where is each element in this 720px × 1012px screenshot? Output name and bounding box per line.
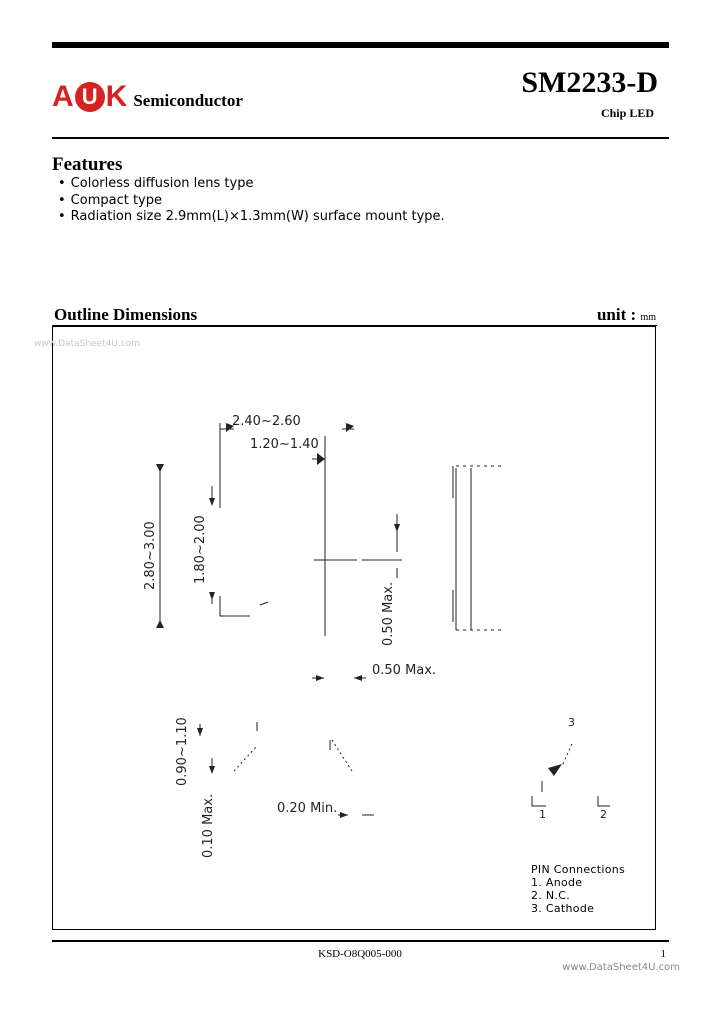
pin-number-1: 1 [539,808,546,821]
header-top-rule [52,42,669,48]
outline-heading: Outline Dimensions [54,305,198,324]
pin-number-3: 3 [568,716,575,729]
arrow-width-left [226,423,234,432]
arrow-height-top [156,464,164,472]
pin3-lead [561,743,573,767]
dim-height-inner: 1.80~2.00 [193,515,208,584]
dim-width-total: 2.40~2.60 [232,414,301,429]
logo-letter-u: U [74,82,105,112]
company-name: Semiconductor [133,91,243,110]
unit-prefix: unit : [596,305,637,324]
outline-heading-rule [52,325,657,326]
pin2-pad [597,796,610,807]
pin-connection-item: 2. N.C. [531,889,570,902]
document-code: KSD-O8Q005-000 [318,948,402,960]
pin-connections-title: PIN Connections [531,863,626,876]
arrow-standoff [209,766,215,774]
pin-connection-item: 3. Cathode [531,902,595,915]
arrow-lead-min [340,812,348,818]
watermark-bottom: www.DataSheet4U.com [562,962,680,973]
pin1-pad [531,796,546,807]
dim-width-inner: 1.20~1.40 [250,437,319,452]
arrow-inner-top [209,498,215,506]
arrow-width-right [346,423,354,432]
unit-label: unit : mm [597,305,656,325]
dim-lead-max-horizontal: 0.50 Max. [372,663,436,678]
features-heading: Features [52,154,123,175]
footer-rule [52,940,669,942]
dim-thickness: 0.90~1.10 [175,717,190,786]
header-bottom-rule [52,137,669,139]
body-left-edge-lower [219,596,250,617]
bottom-view-right-slope [331,739,353,772]
arrow-inner-bottom [209,592,215,600]
arrow-lead-h-right [354,675,362,681]
bottom-view-left-slope [233,745,258,772]
dim-lead-min: 0.20 Min. [277,801,337,816]
outline-drawing-frame [52,326,656,930]
arrow-thickness [197,728,203,736]
pin-connection-item: 1. Anode [531,876,583,889]
page-number: 1 [660,948,667,960]
company-logo: A U K Semiconductor [52,80,243,114]
outline-drawing: 2.40~2.60 1.20~1.40 2.80~3.00 1.80~2.00 … [143,414,610,858]
dim-standoff: 0.10 Max. [201,794,216,858]
model-number: SM2233-D [521,66,658,99]
body-corner-mark [259,601,269,606]
product-category: Chip LED [600,106,654,120]
dim-height-total: 2.80~3.00 [143,521,158,590]
dim-lead-max-vertical: 0.50 Max. [381,582,396,646]
arrow-lead-v [394,524,400,532]
unit-value: mm [640,312,656,323]
feature-item: Colorless diffusion lens type [58,176,445,193]
logo-letter-k: K [105,80,128,113]
features-list: Colorless diffusion lens type Compact ty… [58,176,445,226]
arrow-inner-width [317,453,325,465]
logo-letter-a: A [52,80,74,113]
feature-item: Radiation size 2.9mm(L)×1.3mm(W) surface… [58,209,445,226]
arrow-lead-h-left [316,675,324,681]
pin-number-2: 2 [600,808,607,821]
watermark-top: www.DataSheet4U.com [34,339,141,349]
arrow-height-bottom [156,620,164,628]
led-triangle [548,764,562,776]
feature-item: Compact type [58,193,445,210]
pin-connections: PIN Connections 1. Anode 2. N.C. 3. Cath… [531,863,625,915]
